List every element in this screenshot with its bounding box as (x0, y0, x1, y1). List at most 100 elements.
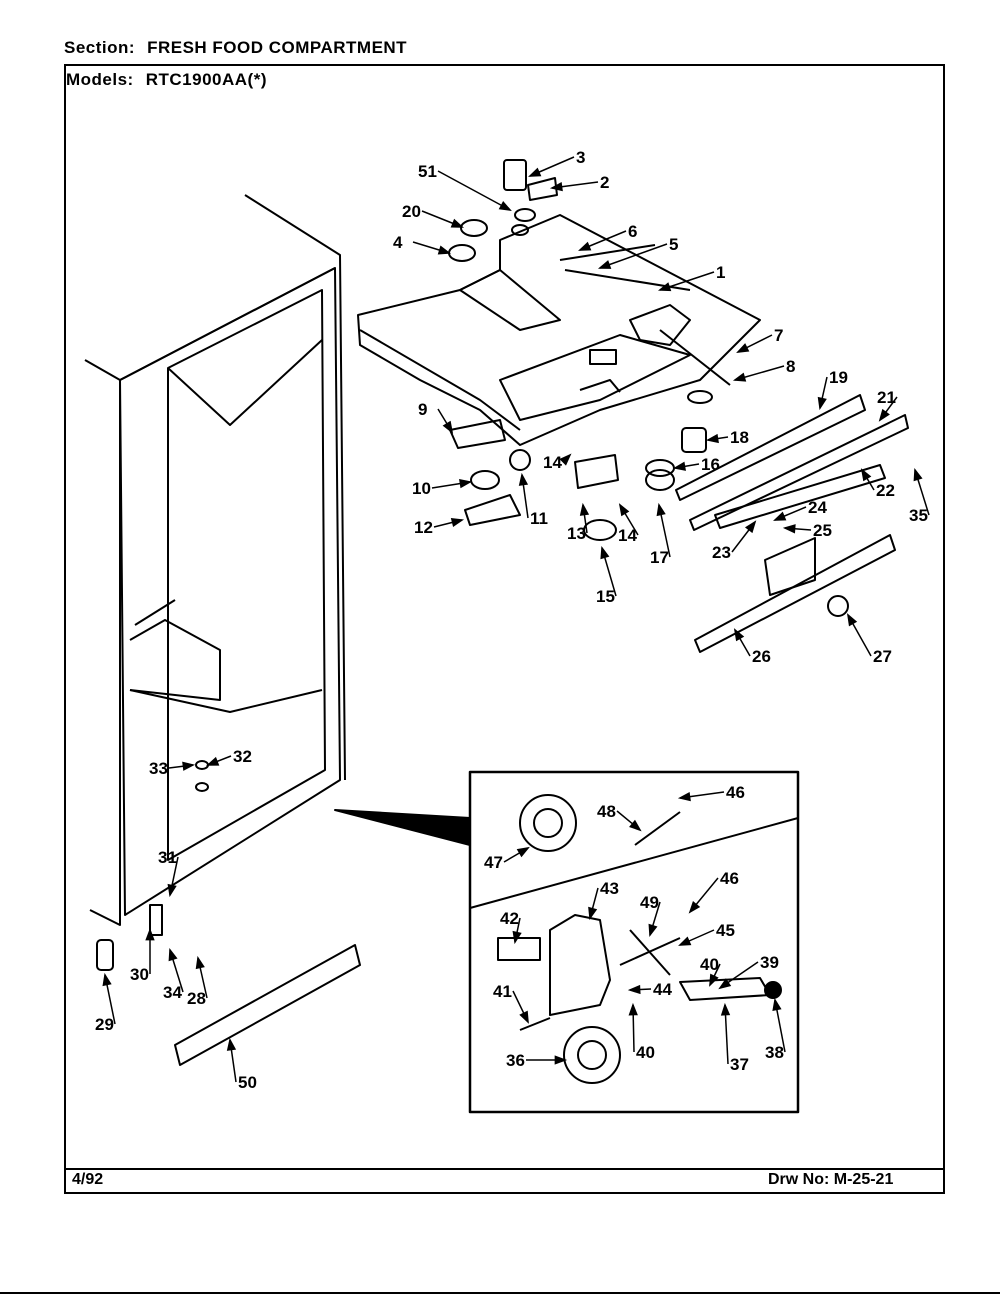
callout-label-37: 37 (730, 1055, 749, 1074)
arrowhead-7 (736, 343, 750, 353)
callout-label-4: 4 (393, 233, 403, 252)
arrowhead-9 (442, 420, 454, 434)
arrowhead-24 (773, 511, 787, 521)
section-value: FRESH FOOD COMPARTMENT (147, 38, 408, 57)
arrowhead-20 (450, 218, 464, 228)
callout-label-2: 2 (600, 173, 609, 192)
refrigerator-cabinet (84, 194, 346, 926)
callout-label-18: 18 (730, 428, 749, 447)
arrowhead-12 (450, 517, 465, 528)
callout-label-14b: 14 (618, 526, 637, 545)
control-housing (357, 214, 761, 446)
arrowhead-30 (145, 927, 155, 941)
footer-divider (64, 1168, 945, 1170)
arrowhead-21 (878, 408, 890, 422)
callout-label-21: 21 (877, 388, 896, 407)
arrowhead-46 (677, 791, 691, 802)
arrowhead-11 (518, 472, 529, 486)
callout-label-38: 38 (765, 1043, 784, 1062)
callout-label-44: 44 (653, 980, 672, 999)
arrowhead-27 (846, 613, 858, 627)
callout-label-29: 29 (95, 1015, 114, 1034)
arrowhead-42 (512, 930, 522, 945)
arrowhead-33 (182, 761, 196, 771)
callout-label-30: 30 (130, 965, 149, 984)
arrowhead-37 (720, 1002, 731, 1016)
arrowhead-41 (519, 1010, 529, 1024)
section-heading: Section: FRESH FOOD COMPARTMENT (64, 38, 407, 58)
callout-label-41: 41 (493, 982, 512, 1001)
callout-label-31: 31 (158, 848, 177, 867)
callout-label-8: 8 (786, 357, 795, 376)
arrowhead-2 (549, 182, 563, 192)
arrowhead-10 (459, 478, 473, 489)
callout-label-39: 39 (760, 953, 779, 972)
arrowhead-15 (600, 545, 610, 560)
callout-label-14: 14 (543, 453, 562, 472)
arrowhead-45 (678, 936, 692, 946)
arrowhead-4 (437, 245, 452, 255)
arrowhead-31 (167, 883, 177, 898)
arrowhead-34 (168, 947, 178, 962)
callout-label-34: 34 (163, 983, 182, 1002)
arrowhead-13 (579, 502, 590, 516)
callout-label-25: 25 (813, 521, 832, 540)
arrowhead-14 (559, 453, 572, 466)
rails (675, 394, 909, 653)
arrowhead-32 (206, 756, 220, 766)
arrowhead-46b (688, 901, 701, 914)
arrowhead-19 (817, 396, 827, 411)
callout-label-13: 13 (567, 524, 586, 543)
leader-line-51 (437, 170, 511, 211)
callout-label-47: 47 (484, 853, 503, 872)
models-heading: Models:RTC1900AA(*) (66, 70, 267, 90)
callout-label-16: 16 (701, 455, 720, 474)
arrowhead-23 (744, 520, 757, 534)
arrowhead-38 (772, 997, 782, 1012)
arrowhead-28 (195, 955, 205, 970)
arrowhead-35 (913, 467, 923, 482)
callout-label-51: 51 (418, 162, 437, 181)
callout-label-12: 12 (414, 518, 433, 537)
callout-label-40: 40 (700, 955, 719, 974)
arrowhead-44 (627, 984, 641, 995)
callout-label-46b: 46 (720, 869, 739, 888)
arrowhead-3 (528, 167, 542, 177)
callout-label-19: 19 (829, 368, 848, 387)
callout-label-9: 9 (418, 400, 427, 419)
detail-inset (334, 770, 800, 1114)
arrowhead-43 (588, 906, 598, 921)
callout-label-49: 49 (640, 893, 659, 912)
callout-label-22: 22 (876, 481, 895, 500)
arrowhead-36 (554, 1055, 568, 1065)
arrowhead-29 (102, 972, 112, 987)
arrowhead-6 (578, 241, 592, 251)
callout-label-1: 1 (716, 263, 725, 282)
callout-label-40b: 40 (636, 1043, 655, 1062)
arrowhead-49 (648, 923, 658, 938)
arrowhead-40 (709, 973, 719, 987)
models-value: RTC1900AA(*) (145, 70, 267, 89)
callout-label-23: 23 (712, 543, 731, 562)
footer-date: 4/92 (72, 1171, 104, 1188)
arrowhead-16 (672, 461, 686, 471)
drawing-frame (64, 64, 945, 1194)
section-label: Section: (64, 38, 136, 57)
callout-label-7: 7 (774, 326, 783, 345)
callout-label-17: 17 (650, 548, 669, 567)
arrowhead-50 (226, 1037, 237, 1051)
callout-label-24: 24 (808, 498, 827, 517)
callout-label-32: 32 (233, 747, 252, 766)
callout-label-15: 15 (596, 587, 615, 606)
arrowhead-40b (628, 1002, 638, 1016)
callout-label-35: 35 (909, 506, 928, 525)
callout-label-33: 33 (149, 759, 168, 778)
arrowhead-5 (597, 260, 612, 269)
arrowhead-51 (498, 200, 512, 212)
page-bottom-rule (0, 1292, 1000, 1294)
callout-label-3: 3 (576, 148, 585, 167)
callout-label-48: 48 (597, 802, 616, 821)
callout-label-46: 46 (726, 783, 745, 802)
arrowhead-14b (618, 503, 630, 517)
